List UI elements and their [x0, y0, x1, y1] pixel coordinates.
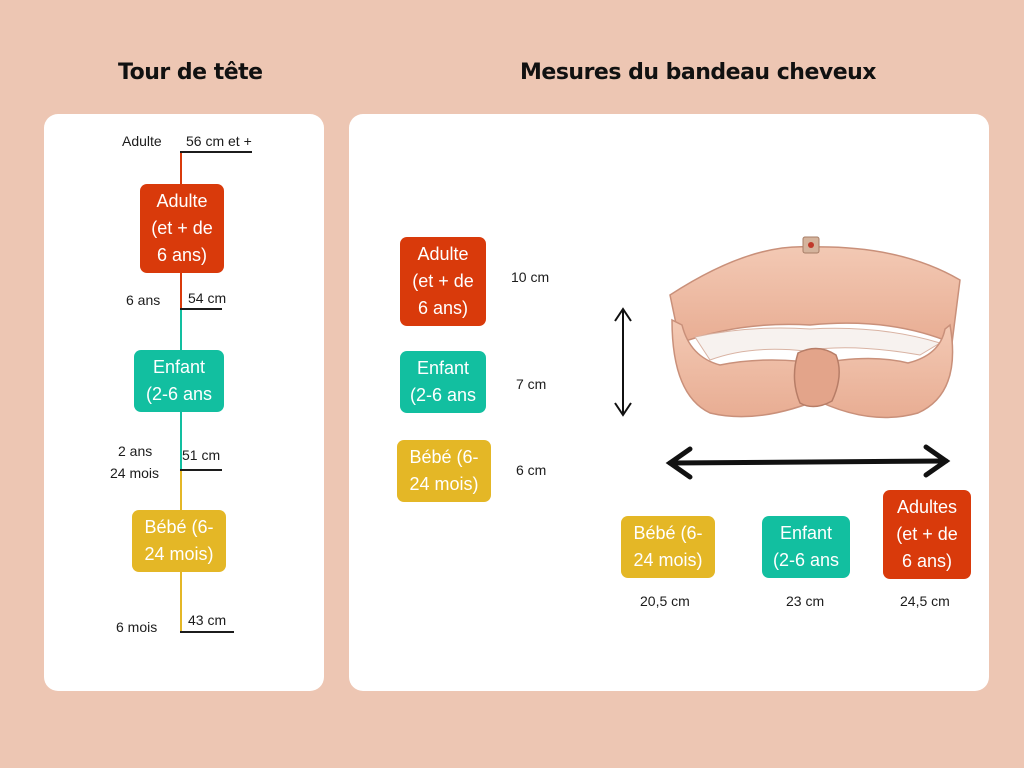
value-43: 43 cm	[188, 612, 227, 628]
headband-back	[669, 245, 961, 345]
width-col-adult-badge: Adultes (et + de 6 ans)	[883, 490, 971, 579]
head-circumference-title: Tour de tête	[118, 60, 263, 85]
height-row-adult-badge: Adulte (et + de 6 ans)	[400, 237, 486, 326]
age-24mois: 24 mois	[110, 465, 160, 481]
age-6mois: 6 mois	[116, 619, 158, 635]
value-54: 54 cm	[188, 290, 227, 306]
headband-illustration	[614, 236, 961, 480]
headband-knot	[793, 347, 840, 408]
baby-badge-left: Bébé (6- 24 mois)	[132, 510, 226, 572]
height-row-baby-badge: Bébé (6- 24 mois)	[397, 440, 491, 502]
width-col-baby-badge: Bébé (6- 24 mois)	[621, 516, 715, 578]
width-value-adult: 24,5 cm	[900, 593, 950, 609]
height-arrow	[614, 307, 632, 417]
headband-tag-dot	[808, 242, 814, 248]
tick-56	[180, 151, 252, 153]
age-6ans: 6 ans	[126, 292, 161, 308]
label-adulte: Adulte	[122, 133, 162, 149]
value-56: 56 cm et +	[186, 133, 252, 149]
age-2ans: 2 ans	[118, 443, 153, 459]
headband-measures-title: Mesures du bandeau cheveux	[520, 60, 877, 85]
tick-54	[180, 308, 222, 310]
width-value-baby: 20,5 cm	[640, 593, 690, 609]
tick-51	[180, 469, 222, 471]
width-arrow	[665, 444, 951, 480]
height-value-baby: 6 cm	[516, 462, 547, 478]
height-value-adult: 10 cm	[511, 269, 550, 285]
adult-badge-left: Adulte (et + de 6 ans)	[140, 184, 224, 273]
child-badge-left: Enfant (2-6 ans	[134, 350, 224, 412]
value-51: 51 cm	[182, 447, 221, 463]
width-value-child: 23 cm	[786, 593, 825, 609]
height-value-child: 7 cm	[516, 376, 547, 392]
tick-43	[180, 631, 234, 633]
width-col-child-badge: Enfant (2-6 ans	[762, 516, 850, 578]
height-row-child-badge: Enfant (2-6 ans	[400, 351, 486, 413]
